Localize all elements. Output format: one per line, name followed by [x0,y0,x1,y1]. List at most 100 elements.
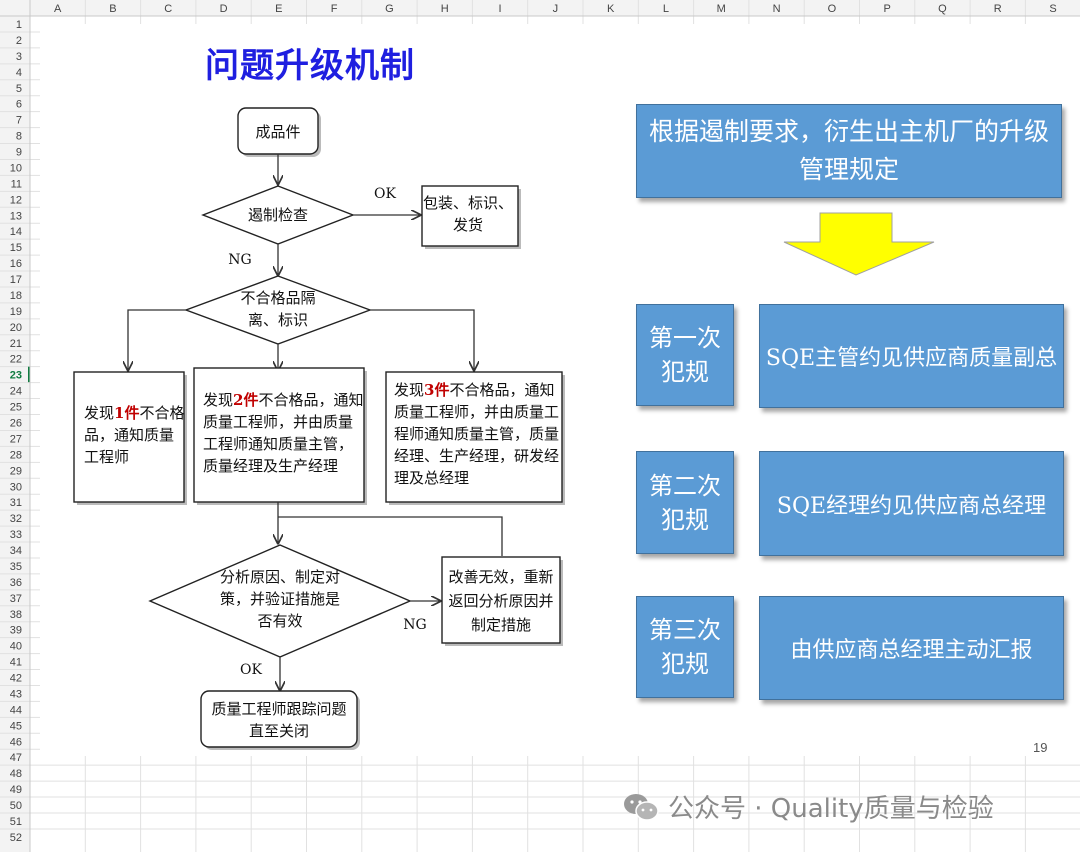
row-header-4[interactable]: 4 [16,67,22,79]
ng2-label: NG [403,617,426,633]
row-header-8[interactable]: 8 [16,131,22,143]
isolate-diamond [183,275,373,345]
row-header-27[interactable]: 27 [10,433,22,445]
row-header-5[interactable]: 5 [16,83,22,95]
row-header-14[interactable]: 14 [10,226,22,238]
row-header-10[interactable]: 10 [10,162,22,174]
row-header-39[interactable]: 39 [10,625,22,637]
column-header-bar [0,0,1080,16]
row-header-17[interactable]: 17 [10,274,22,286]
column-header-F[interactable]: F [331,3,338,15]
row-header-34[interactable]: 34 [10,545,22,557]
row-header-25[interactable]: 25 [10,402,22,414]
row-header-3[interactable]: 3 [16,51,22,63]
row-header-12[interactable]: 12 [10,194,22,206]
level1-label-text: 第一次犯规 [649,324,721,386]
row-header-bar [0,0,30,852]
column-header-H[interactable]: H [441,3,449,15]
column-header-B[interactable]: B [109,3,116,15]
ship-box [421,185,519,247]
level3-label-text: 第三次犯规 [649,616,721,678]
row-header-48[interactable]: 48 [10,768,22,780]
column-header-C[interactable]: C [164,3,172,15]
row-header-24[interactable]: 24 [10,386,22,398]
row-header-18[interactable]: 18 [10,290,22,302]
ok-label: OK [374,186,396,202]
row-header-23[interactable]: 23 [10,370,22,382]
row-header-35[interactable]: 35 [10,561,22,573]
row-header-9[interactable]: 9 [16,147,22,159]
column-header-O[interactable]: O [828,3,837,15]
analyze-diamond-text: 分析原因、制定对策，并验证措施是否有效 [220,568,340,630]
ok2-label: OK [240,662,262,678]
row-header-52[interactable]: 52 [10,832,22,844]
row-header-1[interactable]: 1 [16,19,22,31]
row-header-50[interactable]: 50 [10,800,22,812]
case1-box [73,371,185,503]
column-header-N[interactable]: N [773,3,781,15]
row-header-11[interactable]: 11 [11,178,22,190]
column-header-M[interactable]: M [717,3,726,15]
branch-case1 [128,309,186,370]
case2-text: 发现2件不合格品，通知质量工程师，并由质量工程师通知质量主管，质量经理及生产经理 [203,391,363,475]
rule-header-text: 根据遏制要求，衍生出主机厂的升级管理规定 [648,117,1049,184]
column-header-A[interactable]: A [54,3,62,15]
row-header-42[interactable]: 42 [10,673,22,685]
column-header-J[interactable]: J [553,3,559,15]
row-header-31[interactable]: 31 [10,497,22,509]
row-header-43[interactable]: 43 [10,688,22,700]
row-header-2[interactable]: 2 [16,35,22,47]
close-node [200,690,358,748]
column-header-K[interactable]: K [607,3,615,15]
row-header-44[interactable]: 44 [10,704,22,716]
row-header-49[interactable]: 49 [10,784,22,796]
column-header-P[interactable]: P [883,3,890,15]
row-header-40[interactable]: 40 [10,641,22,653]
column-header-E[interactable]: E [275,3,282,15]
level3-label: 第三次犯规 [636,596,734,698]
level1-action-text: SQE主管约见供应商质量副总 [765,346,1058,371]
close-node-text: 质量工程师跟踪问题直至关闭 [211,700,346,740]
row-header-51[interactable]: 51 [10,816,22,828]
row-header-47[interactable]: 47 [10,752,22,764]
column-header-R[interactable]: R [994,3,1002,15]
level2-label-text: 第二次犯规 [649,471,721,534]
start-node-text: 成品件 [255,123,300,141]
column-header-D[interactable]: D [220,3,228,15]
row-header-37[interactable]: 37 [10,593,22,605]
row-header-32[interactable]: 32 [10,513,22,525]
column-header-Q[interactable]: Q [938,3,947,15]
retry-box-text: 改善无效，重新返回分析原因并制定措施 [448,568,553,634]
column-header-L[interactable]: L [663,3,669,15]
row-header-45[interactable]: 45 [10,720,22,732]
row-header-46[interactable]: 46 [10,736,22,748]
row-header-38[interactable]: 38 [10,609,22,621]
row-header-22[interactable]: 22 [10,354,22,366]
row-header-21[interactable]: 21 [10,338,22,350]
column-header-G[interactable]: G [385,3,394,15]
level2-label: 第二次犯规 [636,451,734,554]
check-diamond-text: 遏制检查 [248,206,308,224]
row-header-16[interactable]: 16 [10,258,22,270]
row-header-33[interactable]: 33 [10,529,22,541]
row-header-6[interactable]: 6 [16,99,22,111]
watermark-text: 公众号 · Quality质量与检验 [668,794,994,824]
row-header-36[interactable]: 36 [10,577,22,589]
column-header-I[interactable]: I [499,3,502,15]
branch-case3 [370,309,474,370]
row-header-29[interactable]: 29 [10,465,22,477]
row-header-19[interactable]: 19 [10,306,22,318]
row-header-20[interactable]: 20 [10,322,22,334]
row-header-13[interactable]: 13 [10,210,22,222]
row-header-7[interactable]: 7 [16,115,22,127]
level2-action-text: SQE经理约见供应商总经理 [776,493,1047,519]
row-header-28[interactable]: 28 [10,449,22,461]
row-header-15[interactable]: 15 [10,242,22,254]
column-header-S[interactable]: S [1049,3,1056,15]
row-header-26[interactable]: 26 [10,418,22,430]
row-header-41[interactable]: 41 [10,657,22,669]
active-row-marker [28,366,30,383]
row-header-30[interactable]: 30 [10,481,22,493]
